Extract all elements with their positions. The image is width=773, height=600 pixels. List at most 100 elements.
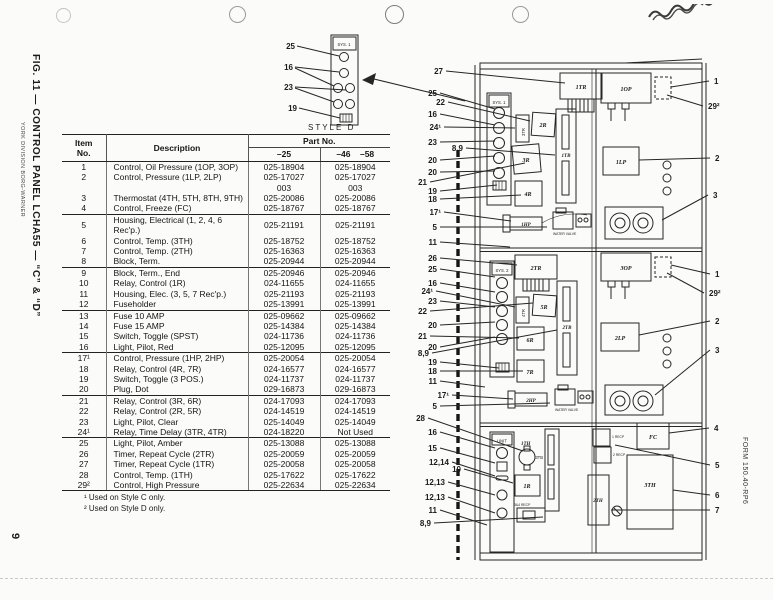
callout-label: 16: [428, 110, 437, 119]
callout-leader-line: [465, 147, 556, 156]
style-d-inset: SYS. 1 25 16 23 19 STYLE D: [284, 34, 465, 132]
inset-callout: 23: [284, 83, 293, 92]
cell-desc: Control, Temp. (2TH): [106, 246, 249, 257]
cell-p2: 025-20946: [320, 266, 390, 279]
fuseholder-icon: [496, 507, 508, 519]
label-1op: 1OP: [621, 87, 632, 93]
division-caption: YORK DIVISION BORG-WARNER: [19, 122, 25, 218]
callout-label: 22: [418, 307, 427, 316]
label-5r: 5R: [540, 305, 547, 311]
callout-label: 3: [713, 191, 718, 200]
callout-label: 25: [428, 89, 437, 98]
callout-leader-line: [439, 194, 522, 200]
callout-leader-line: [445, 70, 566, 84]
cell-p2: 025-16363: [334, 246, 376, 257]
callout-label: 27: [434, 67, 443, 76]
callout-label: 24¹: [429, 123, 441, 132]
callout-label: 11: [429, 506, 438, 515]
cell-item: 9: [62, 266, 107, 279]
cell-p1: 025-13991: [248, 299, 321, 310]
callout-leader-line: [439, 241, 511, 248]
cell-item: 7: [62, 246, 107, 257]
cell-desc: Timer, Repeat Cycle (2TR): [106, 448, 249, 460]
callout-label: 11: [429, 377, 438, 386]
cell-desc: Light, Pilot, Amber: [106, 437, 249, 449]
cell-p1: 025-20944: [248, 256, 321, 268]
callout-label: 20: [428, 343, 437, 352]
callout-leader-line: [439, 300, 496, 308]
callout-leader-line: [654, 349, 711, 396]
punch-hole: [56, 8, 71, 23]
cell-p1: 025-13088: [248, 437, 321, 449]
style-d-mount-dashed: [654, 76, 672, 100]
cell-p2: 024-17093: [320, 394, 390, 407]
label-6r: 6R: [526, 338, 533, 344]
cell-p2: 025-13088: [320, 437, 390, 449]
col-header-46: –46: [336, 149, 351, 160]
pilot-light-icon: [339, 68, 349, 78]
cell-item: 11: [62, 288, 107, 300]
callout-label: 6: [715, 491, 720, 500]
label-sys2: SYS. 2: [495, 268, 509, 273]
cell-desc: Housing, Elec. (3, 5, 7 Rec'p.): [106, 288, 249, 300]
label-sys1: SYS. 1: [492, 100, 506, 105]
callout-label: 23: [428, 138, 437, 147]
label-4r: 4R: [523, 192, 531, 198]
callout-leader-line: [427, 417, 524, 452]
callout-leader-line: [668, 427, 710, 434]
cell-p2: 024-11655: [335, 278, 376, 289]
parts-table: Item No. Description Part No. –25 –46 –5…: [62, 133, 390, 492]
cell-p2: 025-18767: [334, 203, 376, 214]
callout-label: 16: [428, 279, 437, 288]
cell-item: 17¹: [62, 352, 107, 364]
callout-label: 21: [418, 178, 427, 187]
callout-leader-line: [429, 335, 520, 339]
cell-desc: Control, Pressure (1LP, 2LP): [106, 172, 249, 183]
pen-scribble-icon: [648, 4, 713, 21]
cell-p1: 025-21191: [248, 213, 321, 236]
callout-leader-line: [439, 140, 496, 143]
label-water-valve-2: WATER VALVE: [555, 408, 579, 412]
cell-p1: 024-16577: [248, 363, 321, 374]
pilot-light-icon: [493, 137, 505, 149]
inset-caption: STYLE D: [308, 123, 355, 132]
callout-label: 2: [715, 154, 720, 163]
col-header-part: Part No.: [248, 133, 390, 149]
scan-artifact-line: [0, 578, 773, 579]
callout-label: 29²: [708, 102, 720, 111]
cell-item: 19: [62, 373, 107, 385]
cell-p1: 025-18752: [248, 235, 321, 247]
cell-p2: 025-20086: [334, 193, 376, 204]
cell-desc: Relay, Control (3R, 6R): [106, 394, 249, 407]
label-unit: UNIT: [497, 439, 507, 444]
toggle-switch-icon: [496, 461, 508, 472]
inset-callout: 25: [286, 42, 295, 51]
cell-item: 25: [62, 437, 107, 449]
cell-desc: Block, Term.: [106, 256, 249, 268]
fuseholder-icon: [496, 489, 508, 501]
callout-leader-line: [661, 194, 709, 221]
cell-item: 27: [62, 459, 107, 470]
cell-p1: 025-18904: [248, 161, 321, 173]
callout-label: 20: [428, 156, 437, 165]
cell-desc: Control, Oil Pressure (1OP, 3OP): [106, 161, 249, 173]
cell-desc: Relay, Time Delay (3TR, 4TR): [106, 426, 249, 438]
callout-leader-line: [433, 516, 544, 524]
cell-p1: 025-20086: [248, 193, 321, 204]
cell-item: 5: [62, 213, 107, 236]
callout-leader-line: [429, 162, 526, 183]
pilot-light-icon: [345, 83, 355, 93]
cell-item: 2: [62, 172, 107, 183]
callout-label: 20: [428, 168, 437, 177]
callout-label: 12,13: [425, 478, 446, 487]
cell-p1: 024-11737: [248, 373, 321, 385]
footnote-1: ¹ Used on Style C only.: [84, 493, 166, 502]
